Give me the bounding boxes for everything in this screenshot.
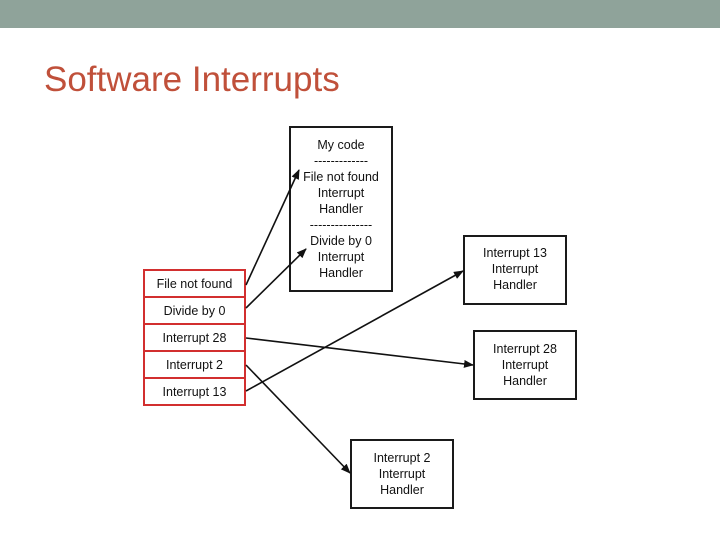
handler-line: Interrupt <box>379 467 426 481</box>
vector-entry-label: Divide by 0 <box>164 304 226 318</box>
handler-line: Interrupt 28 <box>493 342 557 356</box>
vector-entry-interrupt-28: Interrupt 28 <box>143 323 246 352</box>
interrupt-vector-table: File not found Divide by 0 Interrupt 28 … <box>143 269 246 406</box>
handler-line: Interrupt 13 <box>483 246 547 260</box>
vector-entry-interrupt-13: Interrupt 13 <box>143 377 246 406</box>
vector-entry-interrupt-2: Interrupt 2 <box>143 350 246 379</box>
handler-line: Handler <box>493 278 537 292</box>
arrow-divide-by-0-to-handler <box>245 248 307 309</box>
my-code-line: Handler <box>319 266 363 280</box>
header-bar <box>0 0 720 28</box>
interrupt-28-handler-box: Interrupt 28 Interrupt Handler <box>473 330 577 400</box>
handler-line: Handler <box>380 483 424 497</box>
vector-entry-label: Interrupt 2 <box>166 358 223 372</box>
vector-entry-label: Interrupt 13 <box>163 385 227 399</box>
arrow-interrupt-2-to-handler <box>245 364 351 474</box>
my-code-line: Interrupt <box>318 186 365 200</box>
vector-entry-divide-by-0: Divide by 0 <box>143 296 246 325</box>
my-code-line: Divide by 0 <box>310 234 372 248</box>
slide-title: Software Interrupts <box>44 60 340 99</box>
interrupt-13-handler-box: Interrupt 13 Interrupt Handler <box>463 235 567 305</box>
my-code-line: --------------- <box>310 218 372 232</box>
arrow-interrupt-28-to-handler <box>245 337 474 368</box>
handler-line: Interrupt 2 <box>374 451 431 465</box>
vector-entry-label: Interrupt 28 <box>163 331 227 345</box>
vector-entry-label: File not found <box>157 277 233 291</box>
my-code-line: Handler <box>319 202 363 216</box>
handler-line: Interrupt <box>502 358 549 372</box>
my-code-line: ------------- <box>314 154 368 168</box>
arrow-interrupt-13-to-handler <box>245 270 464 392</box>
interrupt-2-handler-box: Interrupt 2 Interrupt Handler <box>350 439 454 509</box>
handler-line: Handler <box>503 374 547 388</box>
my-code-box: My code ------------- File not found Int… <box>289 126 393 292</box>
my-code-line: File not found <box>303 170 379 184</box>
handler-line: Interrupt <box>492 262 539 276</box>
vector-entry-file-not-found: File not found <box>143 269 246 298</box>
my-code-line: Interrupt <box>318 250 365 264</box>
my-code-line: My code <box>317 138 364 152</box>
arrow-file-not-found-to-handler <box>245 169 300 286</box>
